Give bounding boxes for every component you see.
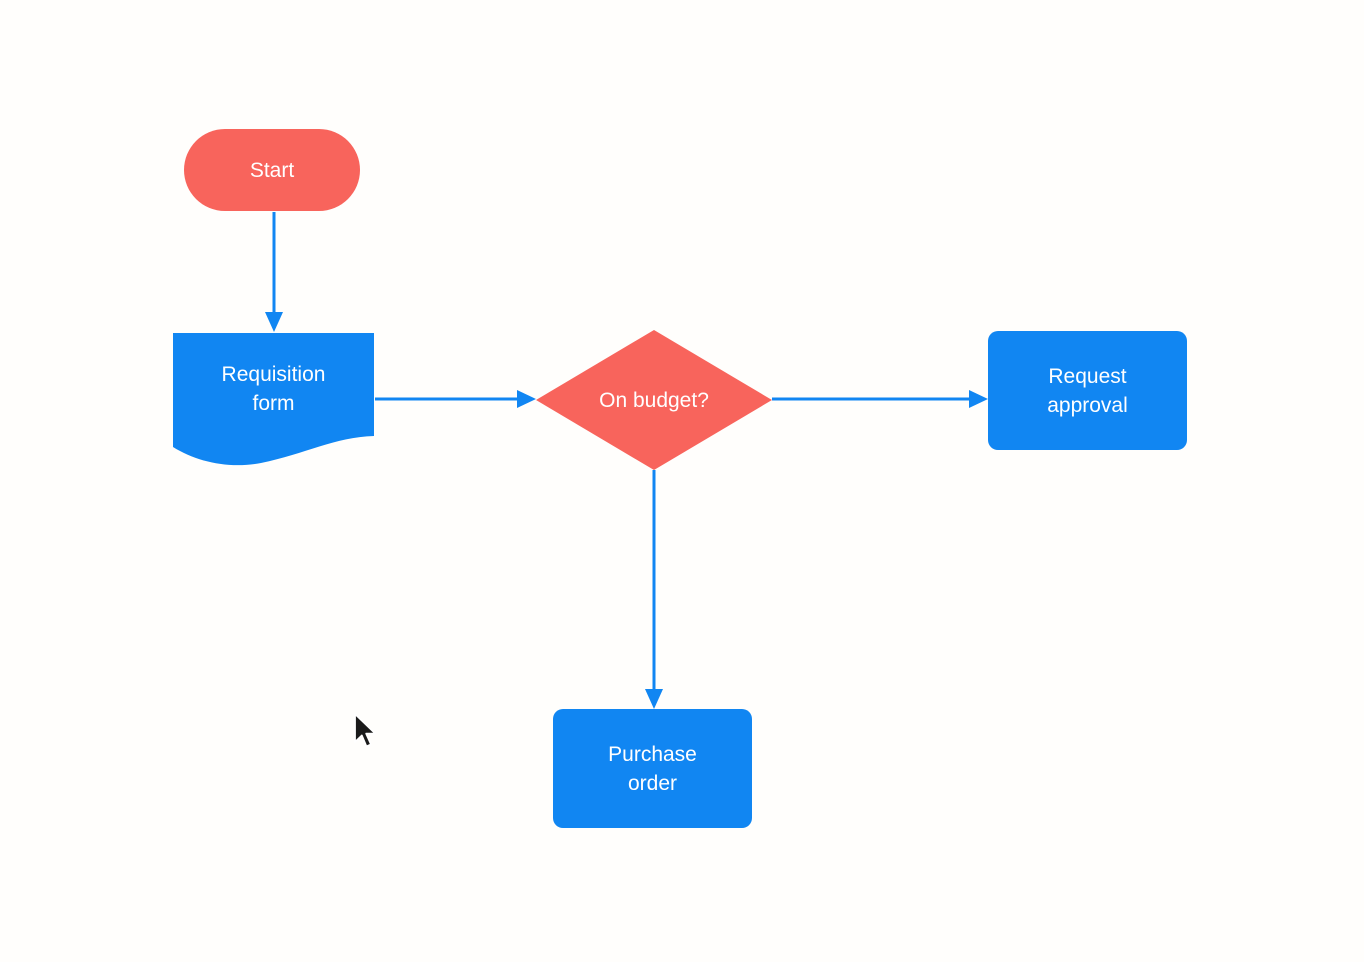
document-shape-icon [173, 333, 374, 466]
mouse-cursor-icon [354, 713, 377, 748]
arrowhead-down-icon [645, 689, 663, 709]
decision-diamond-icon [536, 330, 772, 470]
node-on-budget[interactable]: On budget? [536, 330, 772, 470]
connector-requisition-form-to-on-budget[interactable] [375, 390, 536, 408]
arrowhead-right-icon [517, 390, 536, 408]
node-requisition-form[interactable]: Requisition form [173, 333, 374, 469]
node-requisition-form-label: Requisition form [221, 363, 326, 415]
node-start-label: Start [249, 158, 295, 182]
node-request-approval[interactable]: Request approval [988, 331, 1187, 450]
arrowhead-down-icon [265, 312, 283, 332]
arrowhead-right-icon [969, 390, 988, 408]
node-purchase-order[interactable]: Purchase order [553, 709, 752, 828]
connector-on-budget-to-purchase-order[interactable] [645, 470, 663, 709]
node-on-budget-label: On budget? [599, 388, 709, 412]
node-start[interactable]: Start [184, 129, 360, 211]
connector-on-budget-to-request-approval[interactable] [772, 390, 988, 408]
node-request-approval-label: Request approval [1047, 364, 1128, 417]
node-purchase-order-label: Purchase order [608, 742, 697, 795]
connector-start-to-requisition-form[interactable] [265, 212, 283, 332]
